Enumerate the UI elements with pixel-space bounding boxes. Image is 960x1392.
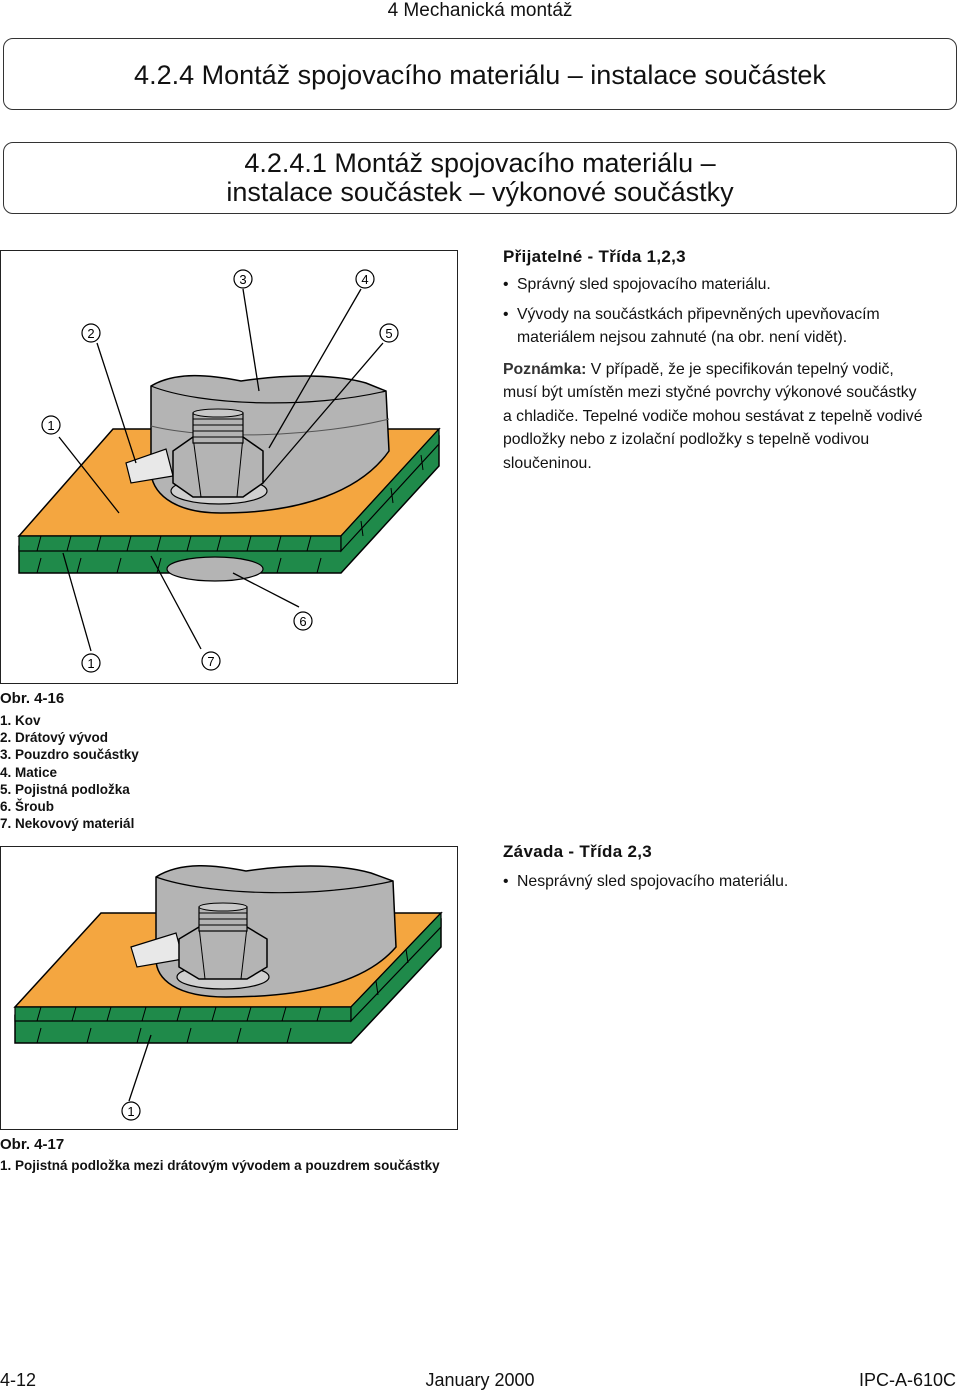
figure-4-16-caption: Obr. 4-16 bbox=[0, 690, 65, 707]
acceptable-bullet-2: Vývody na součástkách připevněných upevň… bbox=[503, 303, 953, 350]
chapter-title: 4 Mechanická montáž bbox=[387, 0, 573, 21]
svg-text:4: 4 bbox=[361, 272, 368, 287]
legend-item: 2. Drátový vývod bbox=[0, 730, 109, 746]
figure-4-16-illustration: 1 2 3 4 5 6 1 7 bbox=[17, 269, 441, 673]
subsection-heading-line2: instalace součástek – výkonové součástky bbox=[226, 177, 734, 207]
callout-1: 1 bbox=[121, 1101, 141, 1121]
legend-item: 6. Šroub bbox=[0, 799, 55, 815]
figure-4-17-legend: 1. Pojistná podložka mezi drátovým vývod… bbox=[0, 1157, 440, 1174]
svg-text:1: 1 bbox=[87, 656, 94, 671]
legend-item: 3. Pouzdro součástky bbox=[0, 747, 139, 763]
hex-nut bbox=[178, 926, 268, 980]
callout-2: 2 bbox=[81, 323, 101, 343]
svg-text:6: 6 bbox=[299, 614, 306, 629]
figure-4-16-legend: 1. Kov 2. Drátový vývod 3. Pouzdro součá… bbox=[0, 712, 139, 832]
figure-4-17: 1 bbox=[0, 846, 458, 1130]
defect-bullet-1: Nesprávný sled spojovacího materiálu. bbox=[503, 870, 953, 894]
callout-1-top: 1 bbox=[41, 415, 61, 435]
callout-7: 7 bbox=[201, 651, 221, 671]
callout-1-bottom: 1 bbox=[81, 653, 101, 673]
leader-line bbox=[128, 1034, 152, 1102]
footer-page-number: 4-12 bbox=[0, 1370, 37, 1390]
note-paragraph: Poznámka: V případě, že je specifikován … bbox=[503, 360, 923, 472]
acceptable-bullet-1: Správný sled spojovacího materiálu. bbox=[503, 273, 953, 297]
callout-4: 4 bbox=[355, 269, 375, 289]
footer-date: January 2000 bbox=[425, 1370, 535, 1390]
leader-lines bbox=[58, 288, 384, 652]
board-edge-side bbox=[340, 427, 440, 553]
screw-head bbox=[166, 556, 264, 582]
footer-doc-id: IPC-A-610C bbox=[858, 1370, 956, 1390]
legend-item: 1. Pojistná podložka mezi drátovým vývod… bbox=[0, 1158, 440, 1173]
hex-nut bbox=[172, 436, 264, 498]
note-label: Poznámka: bbox=[503, 360, 587, 378]
callout-6: 6 bbox=[293, 611, 313, 631]
svg-text:2: 2 bbox=[87, 326, 94, 341]
subsection-heading-box: 4.2.4.1 Montáž spojovacího materiálu – i… bbox=[3, 142, 957, 214]
legend-item: 1. Kov bbox=[0, 713, 41, 728]
callout-3: 3 bbox=[233, 269, 253, 289]
svg-text:7: 7 bbox=[207, 654, 214, 669]
acceptable-section: Přijatelné - Třída 1,2,3 Správný sled sp… bbox=[503, 247, 953, 475]
svg-text:1: 1 bbox=[47, 418, 54, 433]
svg-text:1: 1 bbox=[127, 1104, 134, 1119]
svg-text:3: 3 bbox=[239, 272, 246, 287]
figure-4-16: 1 2 3 4 5 6 1 7 bbox=[0, 250, 458, 684]
section-heading-box: 4.2.4 Montáž spojovacího materiálu – ins… bbox=[3, 38, 957, 110]
acceptable-heading: Přijatelné - Třída 1,2,3 bbox=[503, 247, 686, 266]
figure-4-17-illustration: 1 bbox=[13, 865, 443, 1121]
defect-section: Závada - Třída 2,3 Nesprávný sled spojov… bbox=[503, 842, 953, 894]
callout-5: 5 bbox=[379, 323, 399, 343]
legend-item: 5. Pojistná podložka bbox=[0, 781, 130, 797]
defect-heading: Závada - Třída 2,3 bbox=[503, 842, 653, 861]
section-heading: 4.2.4 Montáž spojovacího materiálu – ins… bbox=[134, 60, 826, 90]
svg-text:5: 5 bbox=[385, 326, 392, 341]
legend-item: 4. Matice bbox=[0, 764, 58, 780]
figure-4-17-caption: Obr. 4-17 bbox=[0, 1136, 65, 1153]
legend-item: 7. Nekovový materiál bbox=[0, 816, 135, 832]
subsection-heading-line1: 4.2.4.1 Montáž spojovacího materiálu – bbox=[244, 148, 716, 178]
